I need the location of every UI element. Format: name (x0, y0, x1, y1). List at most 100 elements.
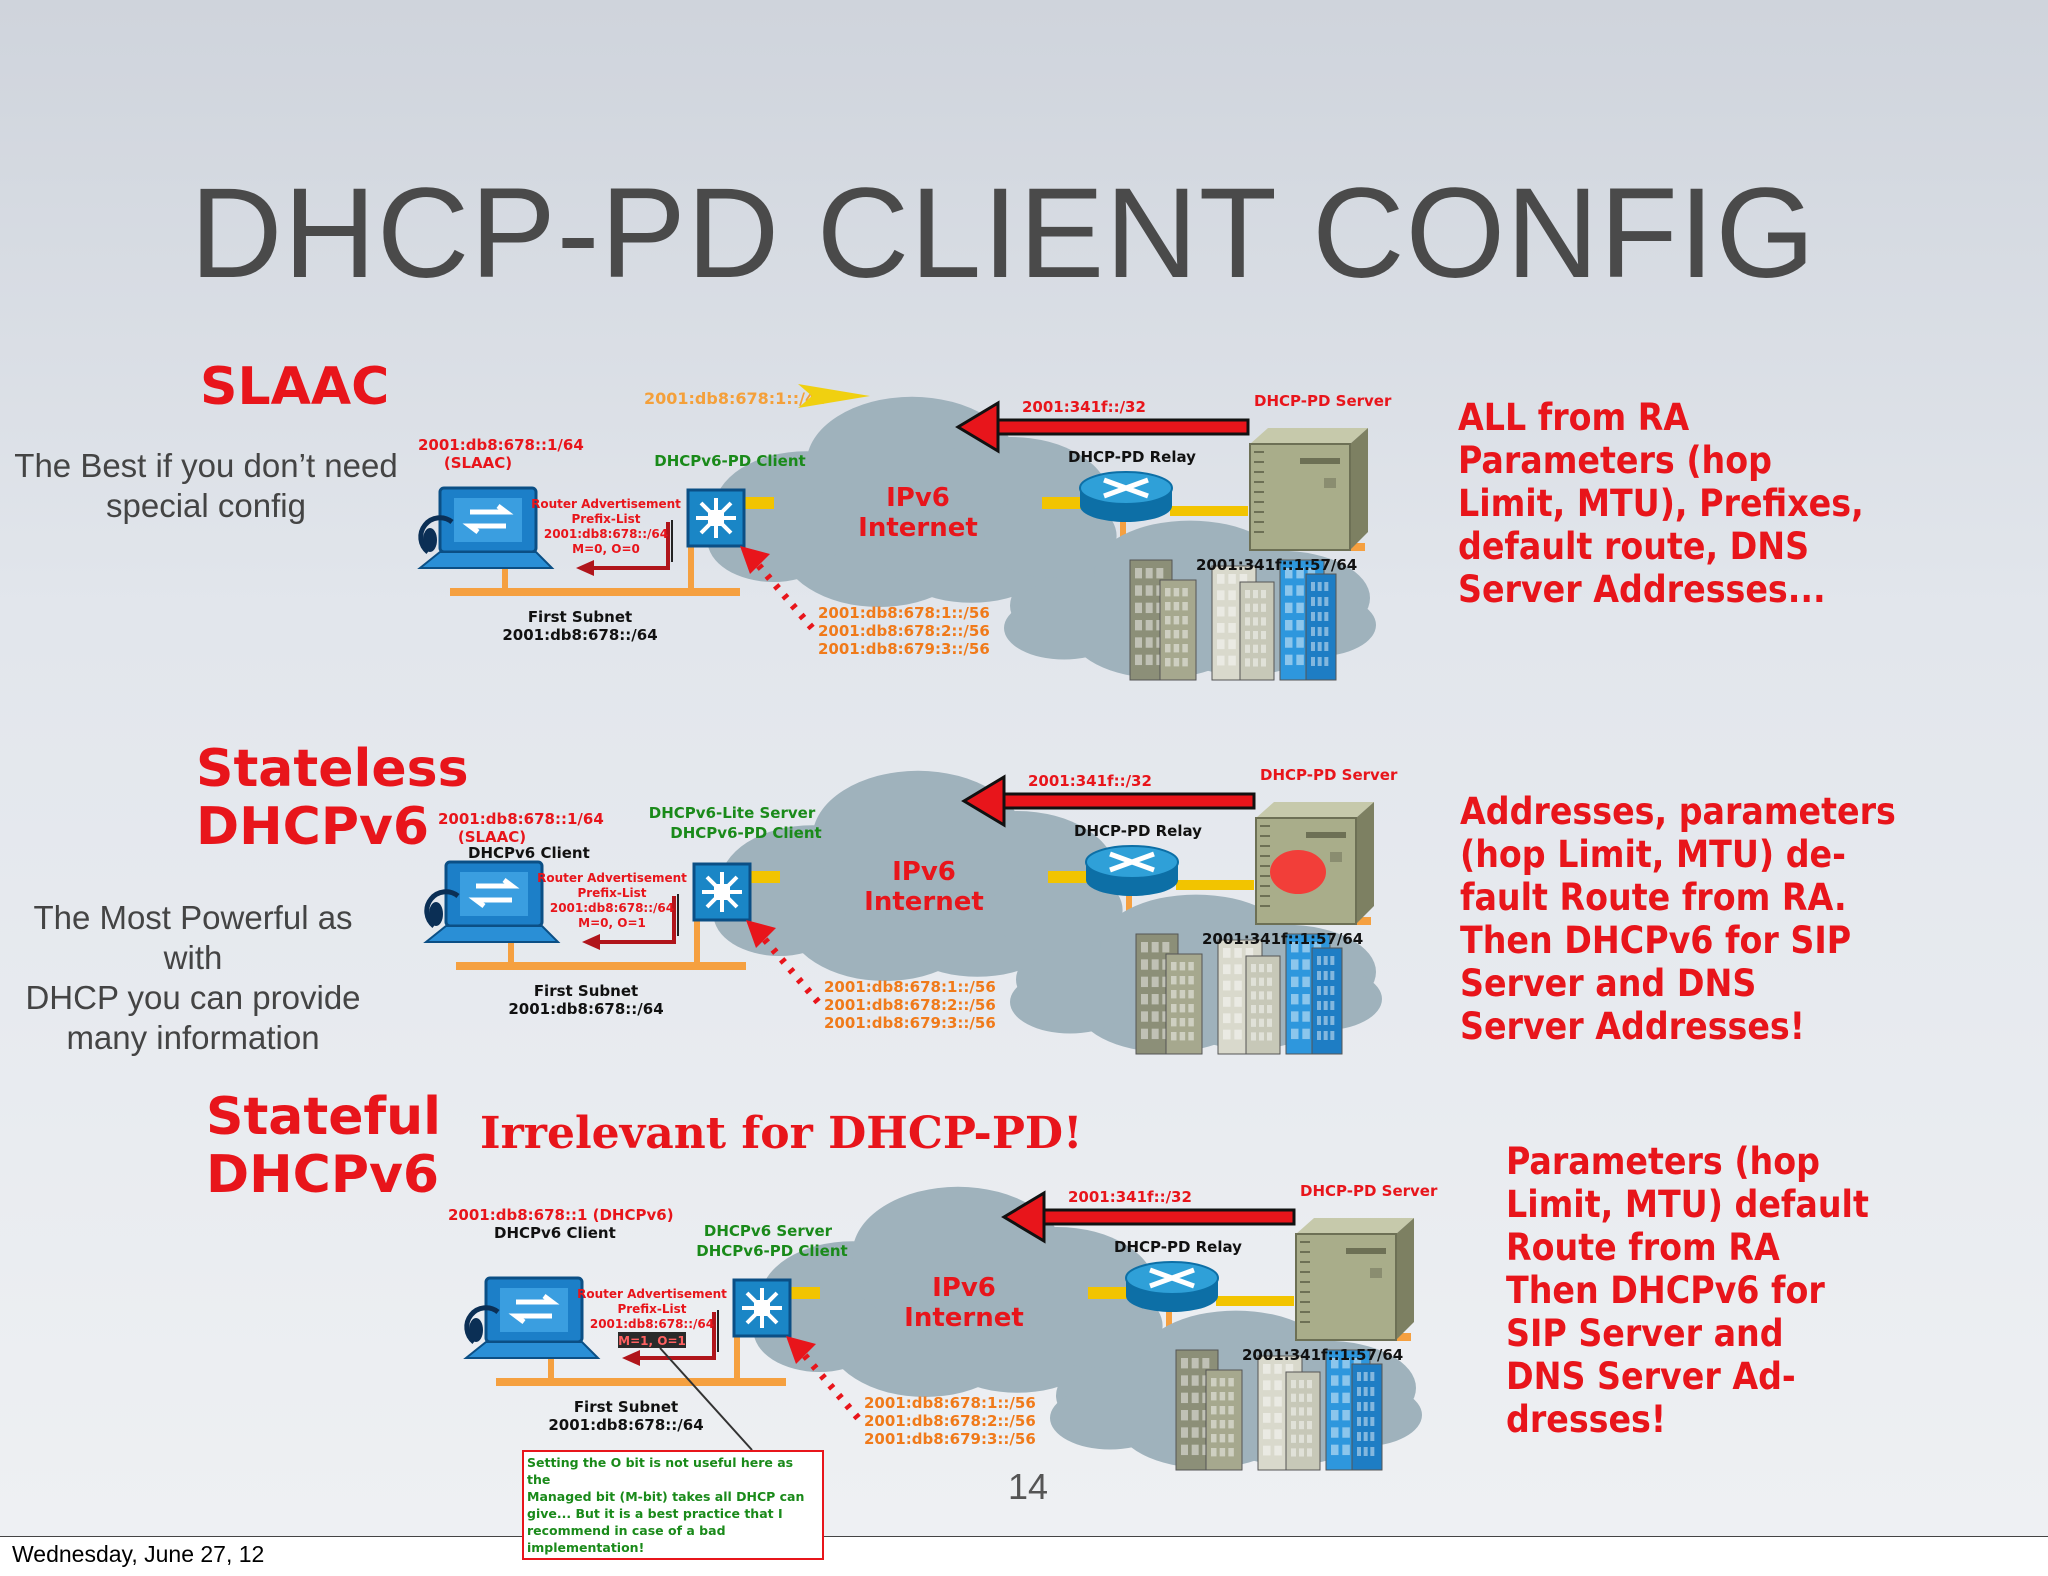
diagram-label: DHCPv6-Lite Server (649, 804, 816, 822)
diagram-label: First Subnet (574, 1398, 678, 1416)
diagram-label: DHCPv6 Client (468, 844, 590, 862)
ra-flags-box (618, 1332, 686, 1348)
summary-line: Addresses, parameters (1460, 790, 1896, 833)
summary-line: Parameters (hop (1458, 439, 1772, 482)
diagram-label: Router Advertisement (537, 871, 687, 885)
arrow-icon (961, 774, 1256, 828)
desc-line: DHCP you can provide (25, 979, 361, 1016)
headset-icon (418, 515, 454, 554)
bus-drop (688, 540, 694, 590)
diagram-label: Router Advertisement (531, 497, 681, 511)
diagram-label: 2001:db8:678::/64 (590, 1317, 714, 1331)
diagram-label: DHCPv6-PD Client (670, 824, 821, 842)
switch-icon (732, 1278, 792, 1338)
section-heading-stateful: Stateful DHCPv6 (206, 1088, 441, 1204)
diagram-label: DHCP-PD Relay (1068, 448, 1196, 466)
heading-line: Stateful (206, 1087, 441, 1147)
summary-line: Parameters (hop (1506, 1140, 1820, 1183)
switch-icon (692, 862, 752, 922)
labels-2: 2001:db8:678::1/64(SLAAC)DHCPv6 Client DH… (438, 766, 1398, 1032)
diagram-label: Prefix-List (571, 512, 640, 526)
laptop-icon (417, 486, 555, 569)
headset-icon (424, 889, 460, 928)
diagram-label: 2001:db8:679:3::/56 (818, 640, 990, 658)
note-line: Setting the O bit is not useful here as … (527, 1455, 794, 1487)
diagram-label: 2001:db8:678:1::/56 (818, 604, 990, 622)
labels-1: 2001:db8:678::1/64(SLAAC) DHCPv6-PD Clien… (418, 384, 1392, 658)
summary-stateful: Parameters (hop Limit, MTU) default Rout… (1506, 1140, 1869, 1441)
arrow-icon (786, 1336, 861, 1421)
diagram-label: DHCPv6 Server (704, 1222, 833, 1240)
desc-line: special config (106, 487, 306, 524)
diagram-label: 2001:db8:678:1::/56 (864, 1394, 1036, 1412)
link (744, 497, 774, 509)
diagram-label: (SLAAC) (458, 828, 526, 846)
note-connector (659, 1347, 753, 1451)
ra-arrow (576, 520, 673, 576)
diagram-label: 2001:db8:678:2::/56 (818, 622, 990, 640)
link (1176, 880, 1254, 890)
diagram-label: 2001:341f::1:57/64 (1202, 930, 1363, 948)
link (790, 1287, 820, 1299)
irrelevant-label: Irrelevant for DHCP-PD! (480, 1108, 1083, 1159)
network-diagrams: IPv6InternetIPv6InternetIPv6Internet2001… (417, 384, 1438, 1471)
headset-icon (464, 1305, 500, 1344)
bus-drop (508, 940, 514, 964)
section-heading-stateless: Stateless DHCPv6 (196, 740, 469, 856)
diagram-label: 2001:db8:678::/64 (508, 1000, 663, 1018)
diagram-label: First Subnet (534, 982, 638, 1000)
heading-line: Stateless (196, 739, 469, 799)
cloud-label: Internet (904, 1303, 1024, 1333)
page-number: 14 (1008, 1466, 1049, 1507)
summary-line: Server and DNS (1460, 962, 1757, 1005)
note-line: give... But it is a best practice that I (527, 1506, 783, 1521)
arrow-icon (746, 920, 821, 1005)
diagram-label: DHCP-PD Server (1260, 766, 1398, 784)
diagram-label: DHCPv6-PD Client (654, 452, 805, 470)
note-line: recommend in case of a bad implementatio… (527, 1523, 726, 1555)
cloud-label: IPv6 (892, 857, 956, 887)
slide-title: DHCP-PD CLIENT CONFIG (190, 162, 1816, 305)
footer-date: Wednesday, June 27, 12 (12, 1541, 265, 1567)
server-icon (1295, 1218, 1414, 1341)
diagram-label: 2001:db8:678::/64 (550, 901, 674, 915)
diagram-label: DHCP-PD Relay (1074, 822, 1202, 840)
diagram-label: 2001:db8:678::/64 (502, 626, 657, 644)
link (1088, 1287, 1130, 1299)
diagram-label: 2001:341f::/32 (1028, 772, 1152, 790)
bus-drop (1166, 1300, 1172, 1336)
diagram-label: 2001:db8:678::1/64 (418, 436, 584, 454)
diagram-label: 2001:db8:679:3::/56 (864, 1430, 1036, 1448)
section-description-slaac: The Best if you don’t need special confi… (8, 446, 404, 526)
diagram-label: 2001:341f::1:57/64 (1196, 556, 1357, 574)
note-line: Managed bit (M-bit) takes all DHCP can (527, 1489, 805, 1504)
diagram-label: 2001:db8:678:1::/48 (644, 389, 827, 408)
diagram-label: M=0, O=0 (572, 542, 640, 556)
bus-drop (1126, 884, 1132, 920)
cloud-label: Internet (858, 513, 978, 543)
section-description-stateless: The Most Powerful as with DHCP you can p… (0, 898, 386, 1058)
link (1170, 506, 1248, 516)
ra-arrow (622, 1310, 719, 1366)
diagram-label: 2001:341f::/32 (1022, 398, 1146, 416)
diagram-label: 2001:db8:678:2::/56 (824, 996, 996, 1014)
diagram-label: (SLAAC) (444, 454, 512, 472)
summary-stateless: Addresses, parameters (hop Limit, MTU) d… (1460, 790, 1896, 1048)
cloud-label: Internet (864, 887, 984, 917)
summary-line: (hop Limit, MTU) de- (1460, 833, 1846, 876)
desc-line: many information (66, 1019, 320, 1056)
diagram-label: 2001:db8:678:1::/56 (824, 978, 996, 996)
summary-line: Limit, MTU) default (1506, 1183, 1869, 1226)
diagram-label: 2001:db8:678::1/64 (438, 810, 604, 828)
building-icon (1175, 1349, 1383, 1471)
diagram-label: 2001:db8:679:3::/56 (824, 1014, 996, 1032)
cloud-label: IPv6 (886, 483, 950, 513)
diagram-label: DHCP-PD Server (1254, 392, 1392, 410)
summary-line: ALL from RA (1458, 396, 1690, 439)
desc-line: The Best if you don’t need (14, 447, 398, 484)
diagram-label: DHCP-PD Server (1300, 1182, 1438, 1200)
